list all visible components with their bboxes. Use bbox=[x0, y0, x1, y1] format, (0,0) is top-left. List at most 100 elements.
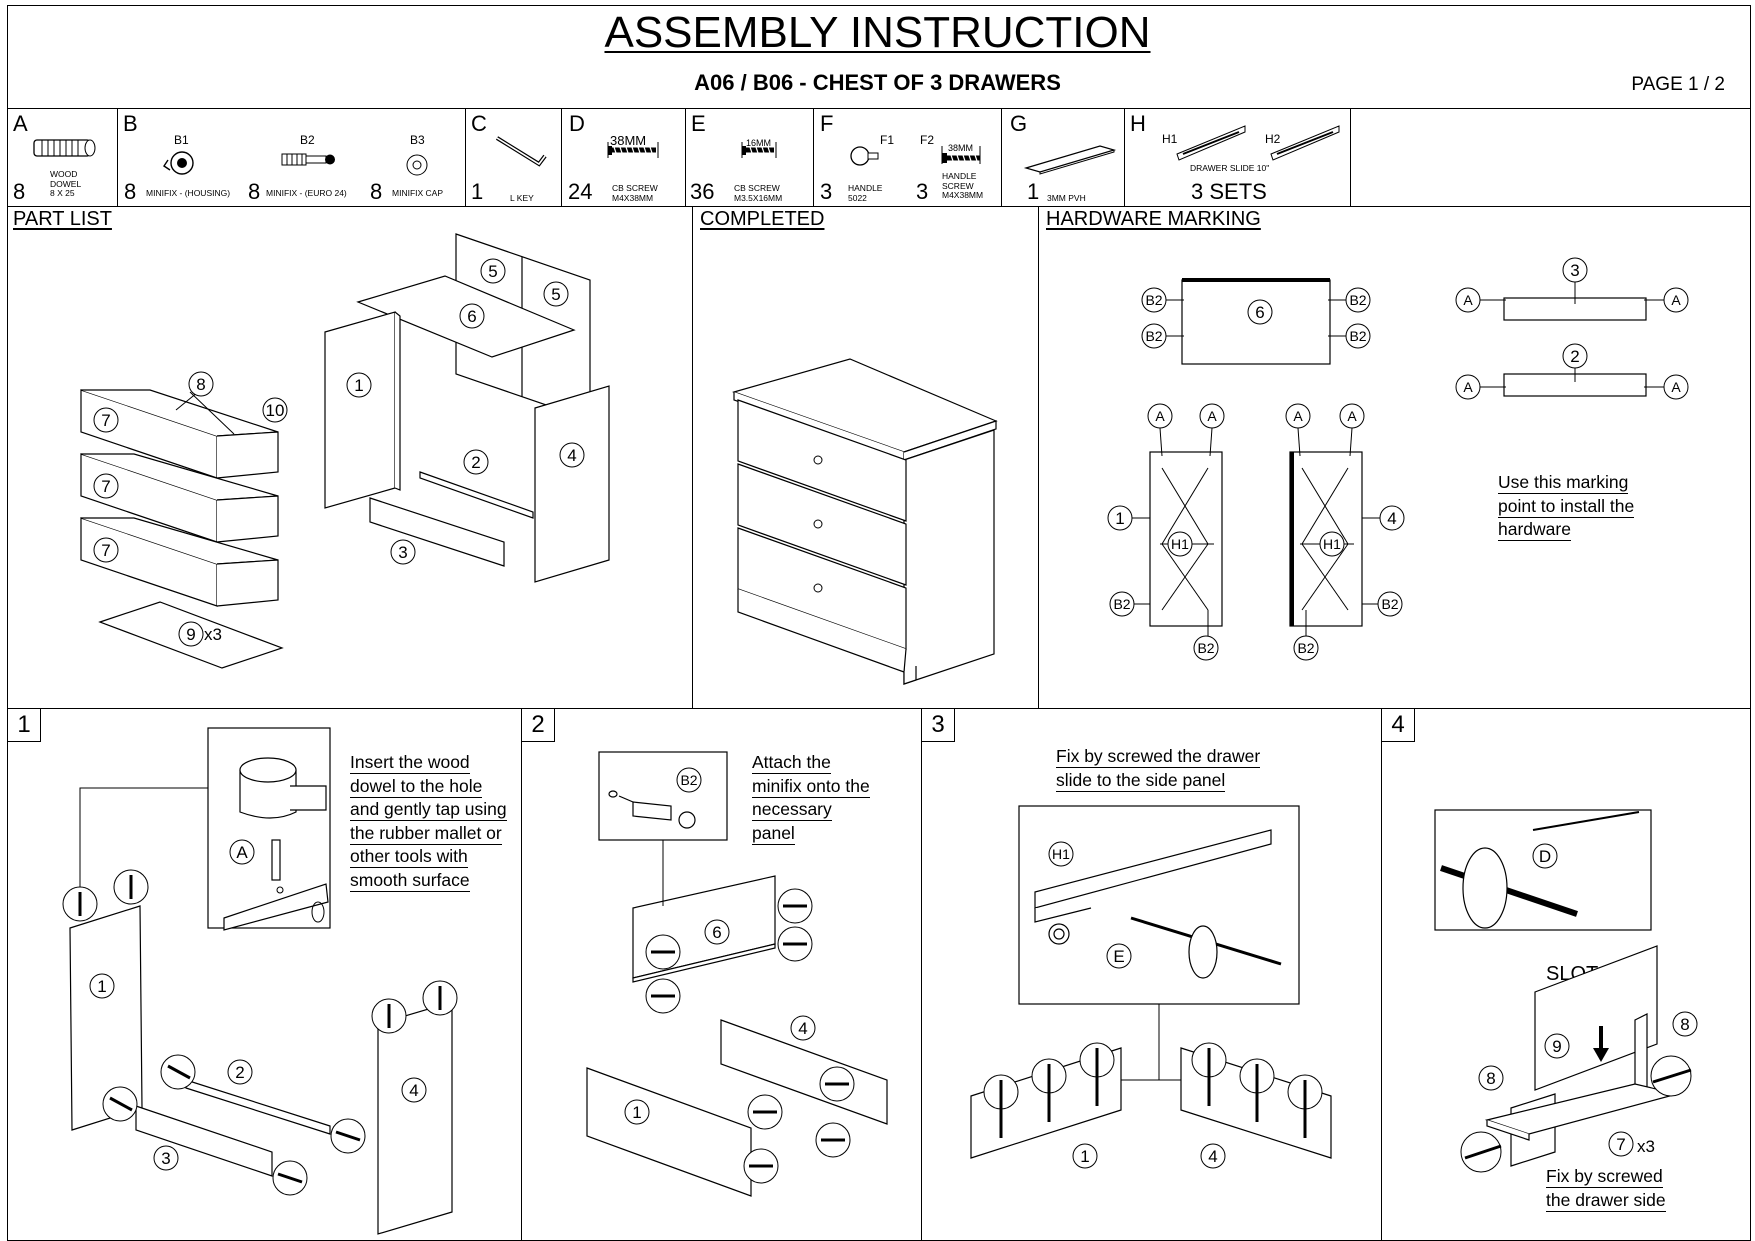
step-3-number: 3 bbox=[921, 708, 955, 742]
completed-title: COMPLETED bbox=[700, 208, 825, 230]
step-4-part-8a: 8 bbox=[1680, 1015, 1689, 1034]
hw-e-qty: 36 bbox=[690, 179, 715, 204]
hw-d-size: 38MM bbox=[610, 133, 647, 148]
hw-d-desc: CB SCREW M4X38MM bbox=[612, 183, 658, 203]
handle-knob-icon bbox=[850, 146, 879, 166]
mark-a-7: A bbox=[1293, 408, 1303, 424]
mark-h1-2: H1 bbox=[1323, 536, 1341, 552]
part-9-qty: x3 bbox=[204, 625, 222, 644]
hw-h1-label: H1 bbox=[1162, 132, 1178, 146]
step-4-line-1: Fix by screwed bbox=[1546, 1166, 1663, 1188]
hw-e-size: 16MM bbox=[746, 138, 772, 148]
steps-divider bbox=[7, 708, 1751, 709]
step-2-text: Attach the minifix onto the necessary pa… bbox=[752, 752, 870, 846]
part-4-label: 4 bbox=[567, 446, 576, 465]
part-5b-label: 5 bbox=[551, 285, 560, 304]
hw-b3-qty: 8 bbox=[370, 179, 383, 204]
hw-b2-desc: MINIFIX - (EURO 24) bbox=[266, 188, 347, 198]
cb-screw-16-icon bbox=[741, 142, 777, 158]
hw-g-letter: G bbox=[1010, 111, 1028, 136]
step-2-part-4: 4 bbox=[798, 1019, 807, 1038]
marking-note: Use this marking point to install the ha… bbox=[1498, 472, 1635, 543]
wood-dowel-icon bbox=[33, 139, 96, 157]
mark-a-6: A bbox=[1207, 408, 1217, 424]
cb-screw-38-icon bbox=[607, 142, 659, 158]
handle-screw-icon bbox=[941, 146, 981, 164]
part-list-drawing: 5 5 6 1 8 10 7 7 7 2 4 3 9 x3 bbox=[80, 233, 610, 669]
hw-e-desc-2: M3.5X16MM bbox=[734, 192, 783, 203]
step-3-drawing: H1 E 1 4 bbox=[970, 805, 1332, 1169]
part-5a-label: 5 bbox=[488, 262, 497, 281]
mark-part-6: 6 bbox=[1255, 303, 1264, 322]
product-subtitle: A06 / B06 - CHEST OF 3 DRAWERS bbox=[694, 70, 1061, 95]
hw-a-desc-2: DOWEL bbox=[50, 178, 82, 189]
page-number: PAGE 1 / 2 bbox=[1631, 74, 1725, 95]
hw-h-desc: DRAWER SLIDE 10" bbox=[1190, 163, 1270, 173]
hw-g-desc: 3MM PVH bbox=[1047, 193, 1086, 203]
hw-b1-label: B1 bbox=[174, 133, 189, 147]
drawer-slide-icon bbox=[1176, 125, 1340, 161]
hw-a-letter: A bbox=[13, 111, 28, 136]
mark-a-2: A bbox=[1671, 292, 1681, 308]
step-4-part-9: 9 bbox=[1552, 1037, 1561, 1056]
hw-f1-label: F1 bbox=[880, 133, 895, 147]
part-7c-label: 7 bbox=[101, 541, 110, 560]
mark-h1-1: H1 bbox=[1171, 536, 1189, 552]
hw-sep bbox=[1124, 108, 1125, 206]
hw-h-qty: 3 SETS bbox=[1191, 179, 1267, 204]
hw-h2-label: H2 bbox=[1265, 132, 1281, 146]
step-3-line-1: Fix by screwed the drawer bbox=[1056, 746, 1261, 768]
step-1-part-2: 2 bbox=[235, 1063, 244, 1082]
hw-b1-desc: MINIFIX - (HOUSING) bbox=[146, 188, 231, 198]
hw-h-letter: H bbox=[1130, 111, 1146, 136]
part-7a-label: 7 bbox=[101, 411, 110, 430]
step-3-line-2: slide to the side panel bbox=[1056, 769, 1226, 792]
step-1-part-1: 1 bbox=[97, 977, 106, 996]
hw-d-qty: 24 bbox=[568, 179, 593, 204]
mark-a-1: A bbox=[1463, 292, 1473, 308]
hardware-marking-drawing: B2 B2 B2 B2 6 A A 3 A A 2 A A A A 1 4 H1… bbox=[1107, 257, 1689, 661]
hw-b3-label: B3 bbox=[410, 133, 425, 147]
minifix-cap-icon bbox=[406, 154, 428, 176]
step-1-part-3: 3 bbox=[161, 1149, 170, 1168]
step-1-drawing: A 1 4 2 3 bbox=[62, 727, 458, 1235]
step-2-part-6: 6 bbox=[712, 923, 721, 942]
step-3-part-1: 1 bbox=[1080, 1147, 1089, 1166]
hw-f1-desc-1: HANDLE bbox=[848, 183, 883, 193]
mark-b2-6: B2 bbox=[1381, 596, 1398, 612]
mark-a-4: A bbox=[1671, 379, 1681, 395]
hw-c-qty: 1 bbox=[471, 179, 484, 204]
step-sep bbox=[921, 708, 922, 1240]
mark-b2-3: B2 bbox=[1349, 292, 1366, 308]
step-3-part-4: 4 bbox=[1208, 1147, 1217, 1166]
marking-note-1: Use this marking bbox=[1498, 472, 1629, 494]
hw-e-letter: E bbox=[691, 111, 706, 136]
step-2-number: 2 bbox=[521, 708, 555, 742]
mark-part-3: 3 bbox=[1570, 261, 1579, 280]
step-1-part-4: 4 bbox=[409, 1081, 418, 1100]
hw-a-desc-3: 8 X 25 bbox=[50, 188, 75, 198]
l-key-icon bbox=[495, 136, 547, 167]
part-3-label: 3 bbox=[398, 543, 407, 562]
step-4-part-7: 7 bbox=[1616, 1135, 1625, 1154]
minifix-housing-icon bbox=[163, 151, 194, 175]
step-4-text: Fix by screwed the drawer side bbox=[1546, 1166, 1666, 1213]
page-title: ASSEMBLY INSTRUCTION bbox=[604, 8, 1151, 57]
hw-sep bbox=[561, 108, 562, 206]
hw-d-desc-1: CB SCREW bbox=[612, 183, 658, 193]
hw-b2-qty: 8 bbox=[248, 179, 261, 204]
mark-b2-1: B2 bbox=[1145, 292, 1162, 308]
step-sep bbox=[521, 708, 522, 1240]
step-1-line-4: the rubber mallet or bbox=[350, 822, 502, 845]
hw-c-letter: C bbox=[471, 111, 487, 136]
step-1-callout-a: A bbox=[236, 843, 248, 862]
step-4-number: 4 bbox=[1381, 708, 1415, 742]
step-2-part-1: 1 bbox=[632, 1103, 641, 1122]
header-divider bbox=[7, 108, 1751, 109]
hardware-marking-title: HARDWARE MARKING bbox=[1046, 208, 1261, 230]
hw-a-desc-1: WOOD bbox=[50, 169, 78, 179]
step-1-line-2: dowel to the hole bbox=[350, 775, 483, 798]
completed-chest-drawing bbox=[732, 358, 998, 685]
hw-c-desc: L KEY bbox=[510, 193, 534, 203]
minifix-euro-icon bbox=[281, 153, 335, 166]
